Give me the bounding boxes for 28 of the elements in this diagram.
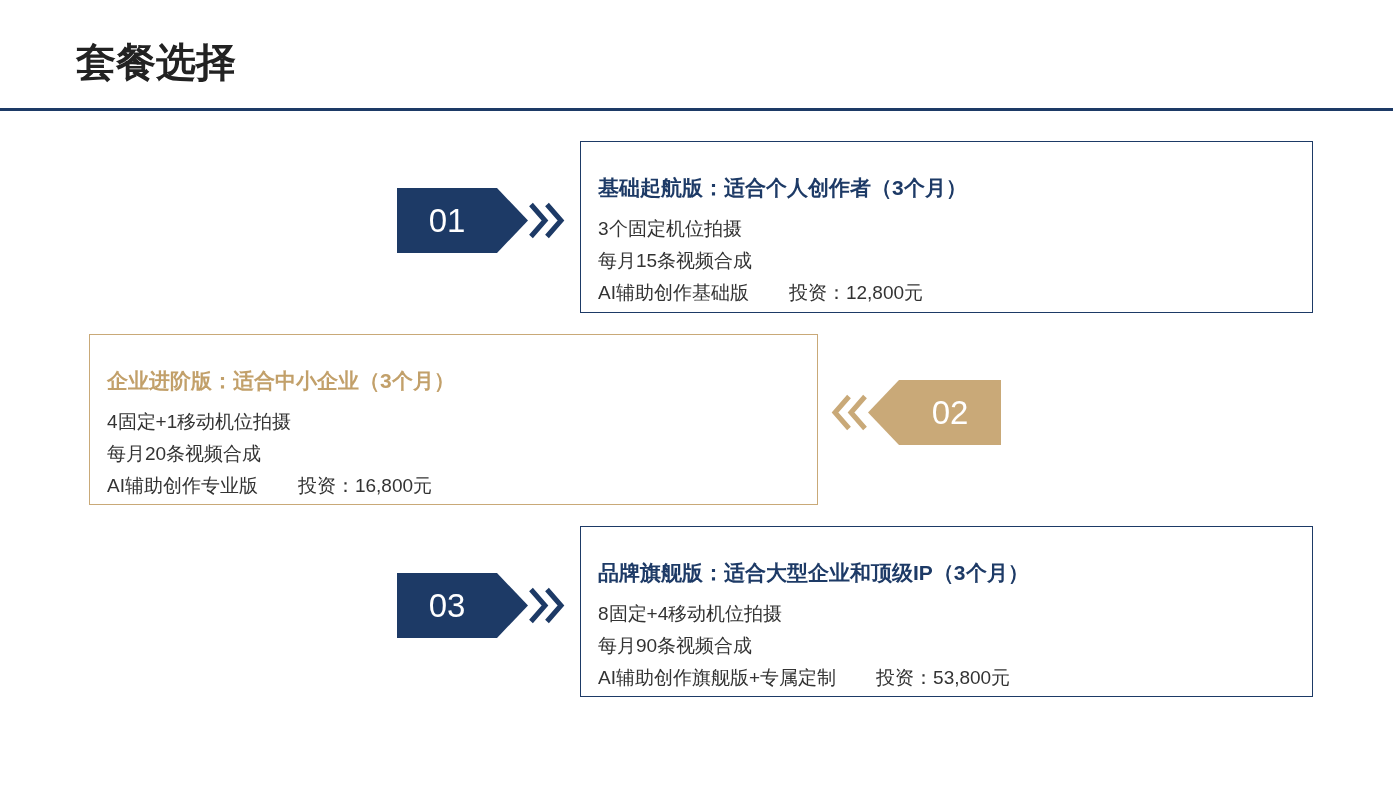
feature-text: 4固定+1移动机位拍摄 xyxy=(107,410,292,434)
feature-text: AI辅助创作旗舰版+专属定制 xyxy=(598,666,837,690)
feature-text: 8固定+4移动机位拍摄 xyxy=(598,602,783,626)
step-number: 02 xyxy=(931,392,969,433)
arrow-tag xyxy=(868,380,1001,445)
arrow-tag xyxy=(397,573,528,638)
page-title: 套餐选择 xyxy=(76,39,236,86)
step-number: 01 xyxy=(428,200,466,241)
price-text: 投资：16,800元 xyxy=(297,474,433,498)
step-number: 03 xyxy=(428,585,466,626)
feature-text: AI辅助创作专业版 xyxy=(107,474,258,498)
price-text: 投资：53,800元 xyxy=(876,666,1011,690)
feature-text: 每月20条视频合成 xyxy=(107,442,262,466)
chevron-arrow xyxy=(831,394,868,431)
plan-title: 品牌旗舰版：适合大型企业和顶级IP（3个月） xyxy=(598,560,1029,586)
plan-card xyxy=(89,334,818,505)
plan-card xyxy=(580,526,1313,697)
feature-text: 每月90条视频合成 xyxy=(598,634,753,658)
feature-text: 每月15条视频合成 xyxy=(598,249,753,273)
feature-text: AI辅助创作基础版 xyxy=(598,281,749,305)
plan-title: 企业进阶版：适合中小企业（3个月） xyxy=(107,368,455,394)
arrow-tag xyxy=(397,188,528,253)
feature-text: 3个固定机位拍摄 xyxy=(598,217,742,241)
price-text: 投资：12,800元 xyxy=(788,281,924,305)
chevron-arrow xyxy=(528,202,565,239)
plan-title: 基础起航版：适合个人创作者（3个月） xyxy=(598,175,967,201)
plan-card xyxy=(580,141,1313,313)
chevron-arrow xyxy=(528,587,565,624)
